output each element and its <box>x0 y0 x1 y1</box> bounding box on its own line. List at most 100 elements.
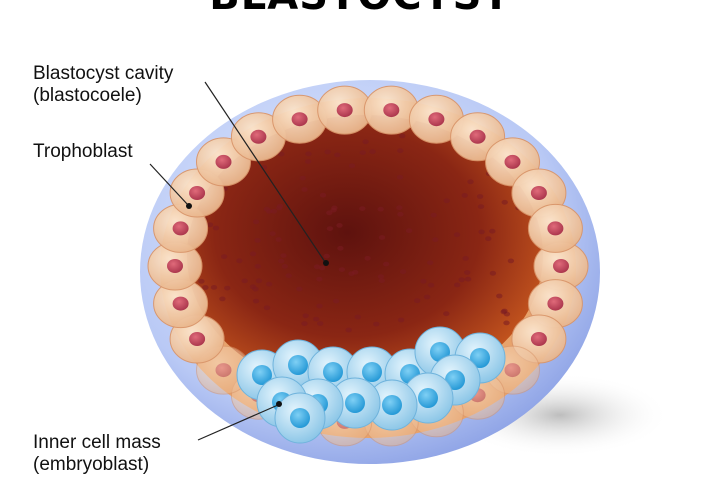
cavity-dot <box>276 205 283 211</box>
cavity-dot <box>348 163 356 169</box>
cavity-dot <box>477 204 485 210</box>
cavity-dot <box>458 277 465 283</box>
cavity-dot <box>345 327 352 333</box>
cavity-dot <box>270 208 278 214</box>
trophoblast-cell <box>533 241 589 291</box>
cavity-dot <box>285 273 292 279</box>
cavity-dot <box>254 263 261 269</box>
cavity-dot <box>364 255 371 261</box>
cavity-dot <box>369 149 376 155</box>
cavity-dot <box>221 254 228 259</box>
cavity-dot <box>377 274 385 279</box>
cavity-dot <box>317 321 324 326</box>
cavity-dot <box>305 151 312 157</box>
inner-cell <box>329 377 381 429</box>
cavity-dot <box>443 198 450 204</box>
cavity-dot <box>263 305 271 311</box>
cavity-dot <box>316 276 323 282</box>
cavity-dot <box>219 296 226 302</box>
cavity-dot <box>278 258 285 264</box>
cavity-dot <box>430 212 437 218</box>
cavity-dot <box>318 265 326 271</box>
cavity-dot <box>269 231 276 237</box>
cavity-dot <box>359 150 366 156</box>
cavity-dot <box>489 228 496 234</box>
cavity-dot <box>397 317 405 323</box>
cavity-dot <box>241 278 248 284</box>
cavity-dot <box>210 285 218 290</box>
cavity-dot <box>496 293 503 299</box>
cavity-dot <box>383 261 390 267</box>
cavity-dot <box>313 264 321 270</box>
cavity-dot <box>263 206 271 212</box>
cavity-dot <box>252 219 260 225</box>
cavity-dot <box>461 193 468 198</box>
cavity-dot <box>464 276 472 282</box>
cavity-dot <box>326 210 333 216</box>
cavity-dot <box>420 278 427 284</box>
cavity-dot <box>331 205 338 211</box>
cavity-dot <box>453 232 461 238</box>
cavity-pointer-dot <box>323 260 329 266</box>
trophoblast-cell <box>272 94 328 144</box>
cavity-dot <box>478 229 485 235</box>
trophoblast-cell <box>147 241 203 291</box>
label-icm-line2: (embryoblast) <box>33 454 150 475</box>
cavity-dot <box>319 192 327 198</box>
cavity-dot <box>399 133 406 139</box>
cavity-dot <box>467 179 474 185</box>
label-trophoblast-line1: Trophoblast <box>33 141 133 162</box>
cavity-dot <box>501 199 508 205</box>
cavity-dot <box>337 245 344 251</box>
label-blastocyst-cavity: Blastocyst cavity (blastocoele) <box>33 63 173 107</box>
cavity-dot <box>305 159 312 165</box>
trophoblast-cell <box>408 94 464 144</box>
cavity-dot <box>507 258 515 264</box>
cavity-dot <box>464 270 471 275</box>
cavity-dot <box>249 251 257 257</box>
cavity-dot <box>334 152 341 158</box>
trophoblast-cell <box>317 85 373 135</box>
inner-cell <box>274 392 326 444</box>
inner-cell-mass <box>236 326 506 444</box>
trophoblast-cell <box>527 203 583 253</box>
cavity-dot <box>316 303 323 309</box>
cavity-dot <box>206 222 214 228</box>
cavity-dot <box>299 175 306 181</box>
cavity-dot <box>359 206 366 212</box>
cavity-dot <box>432 237 439 243</box>
cavity-dot <box>296 286 303 292</box>
cavity-dot <box>378 278 385 283</box>
cavity-dot <box>202 285 209 290</box>
cavity-leader-line <box>204 81 326 263</box>
cavity-dot <box>423 294 431 300</box>
cavity-dot <box>332 298 340 304</box>
cavity-dot <box>354 314 361 320</box>
cavity-dot <box>397 211 404 217</box>
cavity-dot <box>462 256 469 261</box>
trophoblast-pointer-dot <box>186 203 192 209</box>
cavity-dot <box>224 285 231 291</box>
cavity-dot <box>281 264 288 269</box>
cavity-dot <box>348 271 355 276</box>
cavity-dot <box>255 278 263 284</box>
cavity-dot <box>427 260 434 266</box>
cavity-dot <box>405 228 413 234</box>
cavity-dot <box>396 205 403 211</box>
label-icm-line1: Inner cell mass <box>33 432 161 453</box>
cavity-dot <box>414 298 421 304</box>
cavity-dot <box>302 313 309 319</box>
cavity-texture <box>198 133 522 333</box>
cavity-dot <box>212 225 220 231</box>
cavity-dot <box>378 235 386 240</box>
label-cavity-line2: (blastocoele) <box>33 85 142 106</box>
cavity-dot <box>336 223 343 228</box>
cavity-dot <box>397 148 404 154</box>
label-trophoblast: Trophoblast <box>33 141 133 163</box>
cavity-dot <box>324 149 331 155</box>
cavity-dot <box>377 206 384 212</box>
cavity-dot <box>485 236 492 242</box>
cavity-dot <box>396 174 404 180</box>
cavity-dot <box>198 278 205 284</box>
